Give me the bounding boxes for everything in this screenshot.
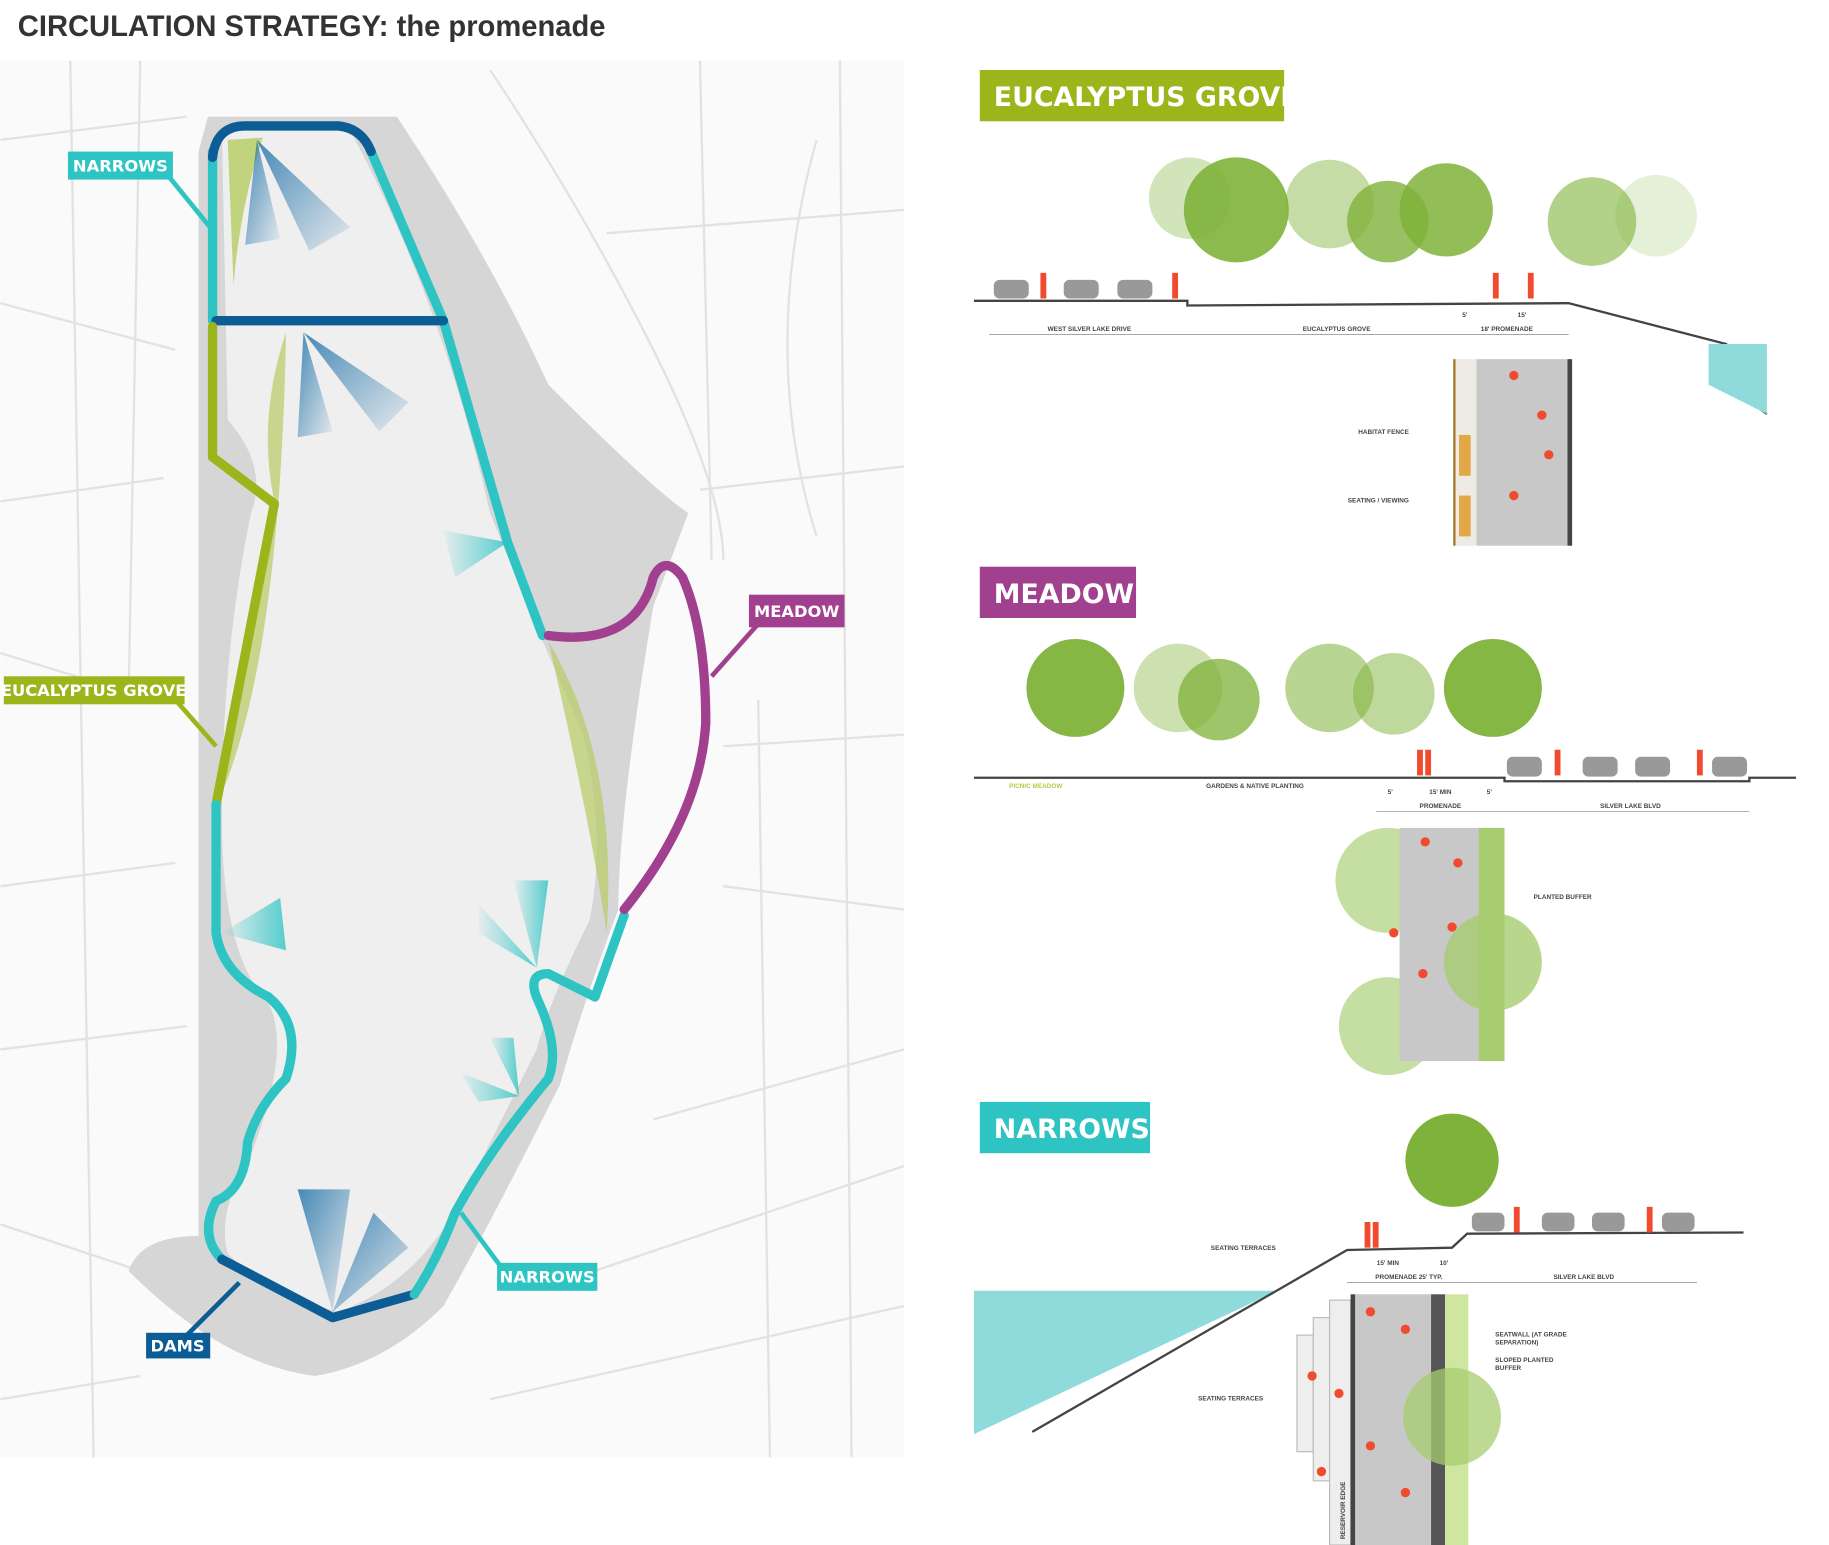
- svg-text:5': 5': [1487, 789, 1493, 796]
- svg-text:MEADOW: MEADOW: [754, 602, 839, 621]
- promenade-route: [203, 121, 711, 1323]
- svg-text:BUFFER: BUFFER: [1495, 1365, 1521, 1372]
- svg-text:15': 15': [1518, 312, 1527, 319]
- svg-text:PROMENADE: PROMENADE: [1420, 803, 1462, 810]
- svg-text:NARROWS: NARROWS: [500, 1268, 595, 1287]
- callout-dams: DAMS: [146, 1280, 242, 1359]
- svg-text:SLOPED PLANTED: SLOPED PLANTED: [1495, 1357, 1554, 1364]
- callout-eucalyptus: EUCALYPTUS GROVE: [1, 676, 218, 748]
- svg-text:SILVER LAKE BLVD: SILVER LAKE BLVD: [1600, 803, 1661, 810]
- section-heading: NARROWS: [994, 1114, 1150, 1145]
- section-narrows: NARROWS SEATING TERRACES 15' MIN 10' PRO…: [973, 1101, 1744, 1545]
- page-title: CIRCULATION STRATEGY: the promenade: [18, 11, 606, 43]
- callout-meadow: MEADOW: [709, 594, 845, 678]
- svg-text:SEATWALL (AT GRADE: SEATWALL (AT GRADE: [1495, 1331, 1567, 1338]
- svg-text:15' MIN: 15' MIN: [1429, 789, 1452, 796]
- trees: [1148, 157, 1697, 266]
- plan-view: SEATWALL (AT GRADE SEPARATION) SLOPED PL…: [1198, 1294, 1567, 1545]
- svg-text:PLANTED BUFFER: PLANTED BUFFER: [1534, 894, 1592, 901]
- callout-narrows-bottom: NARROWS: [459, 1211, 598, 1291]
- svg-text:SEATING / VIEWING: SEATING / VIEWING: [1348, 498, 1409, 505]
- section-meadow: MEADOW PICNIC MEADOW GARDENS & NATIVE PL…: [973, 566, 1797, 1076]
- svg-text:NARROWS: NARROWS: [73, 156, 168, 175]
- route-eucalyptus: [207, 321, 280, 810]
- route-narrows-east: [409, 910, 629, 1299]
- section-heading: EUCALYPTUS GROVE: [994, 82, 1299, 113]
- svg-text:SEATING TERRACES: SEATING TERRACES: [1198, 1395, 1264, 1402]
- route-narrows-north: [207, 146, 548, 641]
- svg-text:DAMS: DAMS: [150, 1336, 204, 1355]
- plan-view: PLANTED BUFFER: [1335, 827, 1592, 1076]
- svg-text:SEATING TERRACES: SEATING TERRACES: [1211, 1245, 1277, 1252]
- svg-text:EUCALYPTUS GROVE: EUCALYPTUS GROVE: [1, 681, 187, 700]
- site-map: NARROWS EUCALYPTUS GROVE MEADOW NARROWS …: [0, 60, 905, 1458]
- route-dams-south: [217, 1254, 419, 1323]
- svg-text:10': 10': [1440, 1260, 1449, 1267]
- svg-text:EUCALYPTUS GROVE: EUCALYPTUS GROVE: [1303, 326, 1371, 333]
- svg-text:5': 5': [1388, 789, 1394, 796]
- route-dams-north: [207, 121, 376, 163]
- section-eucalyptus-grove: EUCALYPTUS GROVE WEST SILVER LAKE DRIVE …: [973, 69, 1768, 546]
- svg-text:15' MIN: 15' MIN: [1377, 1260, 1400, 1267]
- svg-text:5': 5': [1462, 312, 1468, 319]
- svg-text:GARDENS & NATIVE PLANTING: GARDENS & NATIVE PLANTING: [1206, 783, 1304, 790]
- svg-text:RESERVOIR EDGE: RESERVOIR EDGE: [1340, 1481, 1347, 1539]
- callout-narrows-top: NARROWS: [67, 151, 213, 229]
- cars: [993, 279, 1153, 299]
- svg-text:18' PROMENADE: 18' PROMENADE: [1481, 326, 1534, 333]
- view-cones: [221, 139, 549, 1312]
- svg-text:HABITAT FENCE: HABITAT FENCE: [1358, 429, 1409, 436]
- route-meadow: [543, 560, 711, 915]
- svg-text:SILVER LAKE BLVD: SILVER LAKE BLVD: [1553, 1274, 1614, 1281]
- svg-text:PICNIC MEADOW: PICNIC MEADOW: [1009, 783, 1063, 790]
- plan-view: HABITAT FENCE SEATING / VIEWING: [1348, 359, 1573, 546]
- svg-text:WEST SILVER LAKE DRIVE: WEST SILVER LAKE DRIVE: [1048, 326, 1132, 333]
- section-heading: MEADOW: [994, 579, 1134, 610]
- route-narrows-west: [203, 799, 297, 1264]
- svg-text:PROMENADE 25' TYP.: PROMENADE 25' TYP.: [1375, 1274, 1442, 1281]
- svg-text:SEPARATION): SEPARATION): [1495, 1339, 1538, 1346]
